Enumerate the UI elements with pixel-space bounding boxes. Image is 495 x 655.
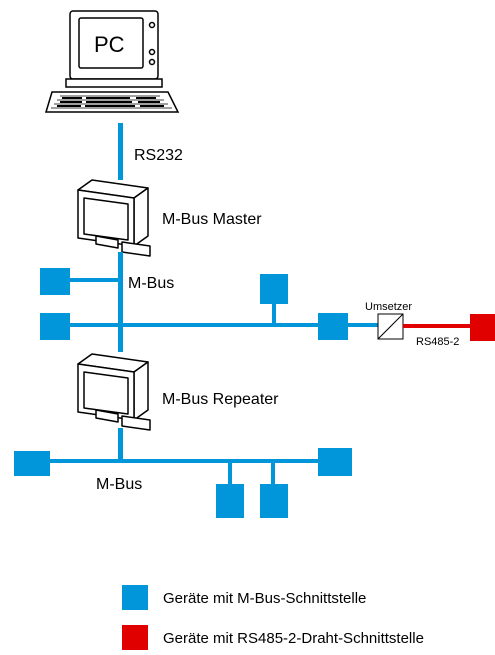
upper-mbus-label: M-Bus — [128, 275, 174, 292]
rs232-label: RS232 — [134, 147, 183, 164]
pc-icon — [44, 10, 180, 113]
mbus-device — [318, 313, 348, 340]
converter-label: Umsetzer — [365, 301, 412, 313]
converter-icon — [377, 313, 404, 340]
mbus-repeater-label: M-Bus Repeater — [162, 391, 279, 408]
mbus-device — [14, 451, 50, 476]
mbus-master-label: M-Bus Master — [162, 211, 262, 228]
mbus-device — [216, 484, 244, 518]
legend-label-rs485: Geräte mit RS485-2-Draht-Schnittstelle — [163, 630, 424, 647]
lower-mbus-label: M-Bus — [96, 476, 142, 493]
converter-mbus-link — [348, 323, 378, 327]
upper-mbus-bus — [60, 252, 334, 352]
pc-label: PC — [94, 32, 125, 57]
legend: Geräte mit M-Bus-Schnittstelle Geräte mi… — [122, 585, 424, 650]
mbus-repeater-icon — [77, 353, 151, 431]
legend-label-mbus: Geräte mit M-Bus-Schnittstelle — [163, 590, 366, 607]
mbus-device — [40, 313, 70, 340]
mbus-device — [40, 268, 70, 295]
rs485-link — [403, 324, 471, 328]
rs232-link — [118, 123, 123, 180]
legend-swatch-rs485 — [122, 625, 148, 650]
rs485-label: RS485-2 — [416, 336, 459, 348]
mbus-device — [260, 274, 288, 304]
legend-swatch-mbus — [122, 585, 148, 610]
mbus-master-icon — [77, 179, 151, 257]
lower-mbus-bus — [48, 428, 320, 485]
mbus-device — [260, 484, 288, 518]
mbus-device — [318, 448, 352, 476]
rs485-device — [470, 314, 495, 341]
